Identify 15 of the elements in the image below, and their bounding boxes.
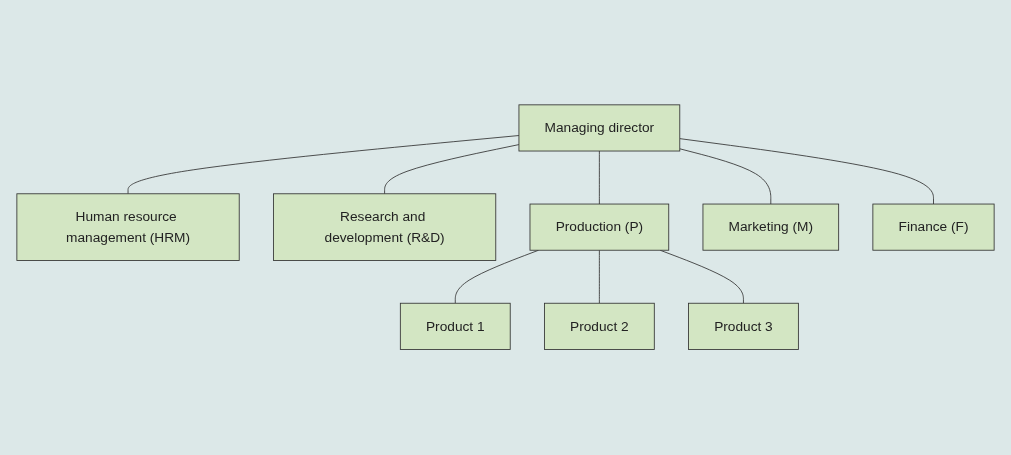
connector [384, 144, 520, 195]
node-box: Product 3 [688, 303, 799, 351]
node-box: Managing director [518, 104, 681, 152]
connector [598, 250, 600, 305]
node-box: Product 2 [544, 303, 655, 351]
node-box: Product 1 [399, 303, 511, 351]
connector [127, 135, 520, 195]
connector [598, 150, 600, 205]
connector [679, 148, 772, 205]
node-box: Finance (F) [872, 203, 995, 251]
node-box: Human resource management (HRM) [16, 193, 240, 262]
connector [679, 138, 934, 205]
node-box: Production (P) [529, 203, 670, 251]
node-box: Research and development (R&D) [273, 193, 497, 262]
node-box: Marketing (M) [702, 203, 840, 251]
